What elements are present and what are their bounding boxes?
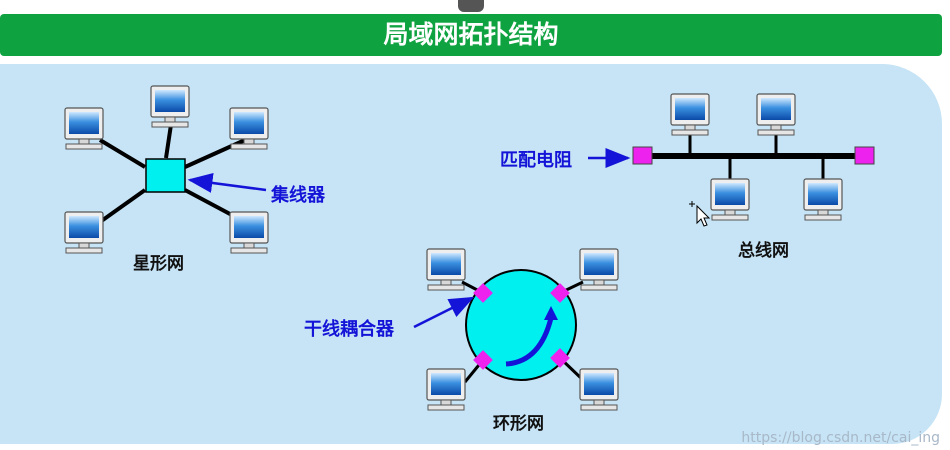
computer-icon — [64, 211, 104, 254]
ring-label: 环形网 — [493, 414, 544, 434]
mouse-cursor-icon — [689, 201, 711, 227]
hub-label: 集线器 — [271, 185, 325, 206]
slide-title: 局域网拓扑结构 — [383, 20, 559, 49]
coupler-diamond — [473, 350, 493, 370]
coupler-arrow — [413, 296, 475, 329]
computer-icon — [426, 248, 466, 291]
bus-network — [588, 93, 875, 227]
computer-icon — [756, 93, 796, 136]
computer-icon — [579, 368, 619, 411]
watermark: https://blog.csdn.net/cai_ing — [741, 430, 940, 446]
computer-icon — [710, 178, 750, 221]
coupler-diamond — [473, 283, 493, 303]
link — [98, 138, 147, 169]
star-label: 星形网 — [133, 254, 184, 274]
computer-icon — [64, 107, 104, 150]
terminator-left — [632, 146, 653, 165]
computer-icon — [229, 211, 269, 254]
hub-box — [145, 158, 186, 193]
top-tab-decoration — [458, 0, 484, 12]
bus-label: 总线网 — [738, 241, 789, 261]
ring-direction-arrowhead — [544, 306, 558, 320]
ring-network — [413, 248, 619, 411]
star-network — [64, 85, 269, 254]
link — [98, 188, 147, 224]
computer-icon — [150, 85, 190, 128]
hub-arrow — [187, 173, 267, 193]
terminator-right — [854, 146, 875, 165]
ring-circle — [465, 269, 577, 381]
computer-icon — [803, 178, 843, 221]
computer-icon — [579, 248, 619, 291]
title-bar: 局域网拓扑结构 — [0, 14, 942, 56]
computer-icon — [670, 93, 710, 136]
terminator-label: 匹配电阻 — [500, 150, 572, 171]
ring-direction-arrow — [505, 317, 554, 367]
coupler-label: 干线耦合器 — [304, 319, 394, 340]
computer-icon — [426, 368, 466, 411]
